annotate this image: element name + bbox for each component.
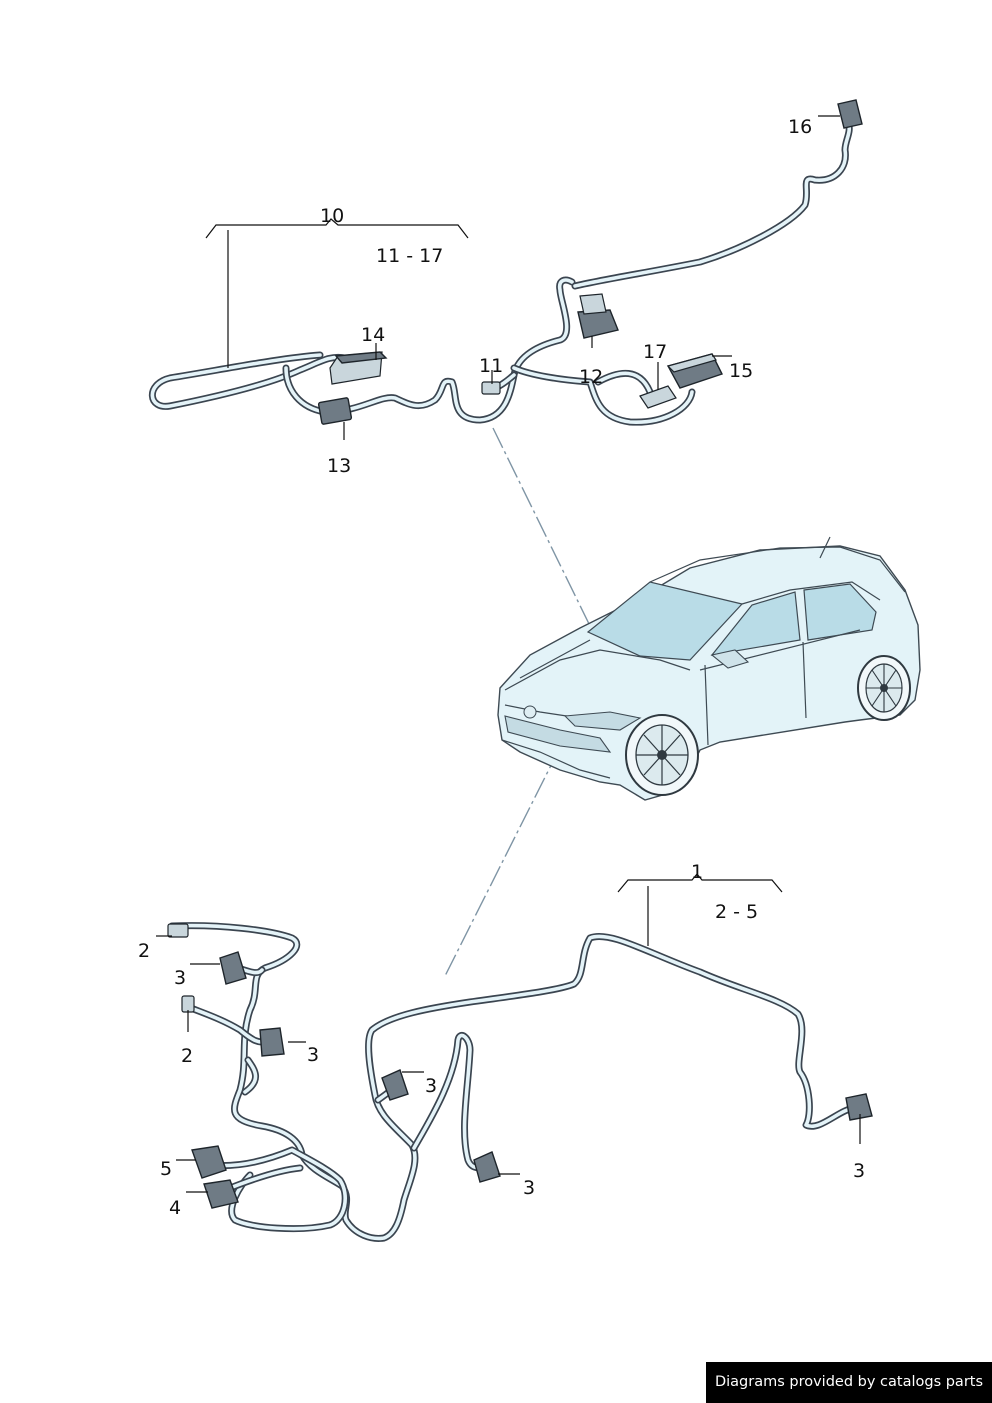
- label-assembly-1: 1: [691, 861, 703, 883]
- label-12: 12: [579, 366, 603, 388]
- label-3-b: 3: [307, 1044, 319, 1066]
- label-3-e: 3: [853, 1160, 865, 1182]
- label-assembly-10: 10: [320, 205, 344, 227]
- connector-11: [481, 381, 501, 395]
- connector-3-d: [473, 1151, 501, 1183]
- label-13: 13: [327, 455, 351, 477]
- label-2-lower: 2: [181, 1045, 193, 1067]
- connector-15: [666, 353, 723, 389]
- label-16: 16: [788, 116, 812, 138]
- connector-2-upper: [167, 923, 189, 938]
- lower-harness: [167, 922, 873, 1242]
- side-window-front: [710, 591, 801, 656]
- connector-5: [191, 1145, 227, 1179]
- connector-12: [577, 293, 619, 339]
- label-14: 14: [361, 324, 385, 346]
- connector-3-c: [381, 1069, 409, 1101]
- connector-13: [317, 397, 353, 425]
- label-15: 15: [729, 360, 753, 382]
- lower-assembly-bracket: [617, 873, 783, 946]
- credit-banner: Diagrams provided by catalogs parts: [706, 1362, 992, 1403]
- label-17: 17: [643, 341, 667, 363]
- upper-leader-lines: [343, 115, 840, 440]
- windshield: [586, 581, 744, 661]
- label-3-c: 3: [425, 1075, 437, 1097]
- connector-14: [329, 351, 388, 385]
- label-2-upper: 2: [138, 940, 150, 962]
- upper-harness: [148, 99, 863, 426]
- side-window-rear: [803, 583, 877, 641]
- rear-wheel: [857, 655, 911, 721]
- connector-16: [837, 99, 863, 129]
- front-wheel: [625, 714, 699, 796]
- connector-4: [203, 1179, 239, 1209]
- connector-3-a: [219, 951, 247, 985]
- connector-3-b: [259, 1027, 285, 1057]
- label-5: 5: [160, 1158, 172, 1180]
- lower-leader-lines: [156, 935, 861, 1193]
- label-range-2-5: 2 - 5: [715, 901, 758, 923]
- upper-assembly-bracket: [205, 218, 469, 368]
- connector-3-e: [845, 1093, 873, 1121]
- connector-17: [639, 385, 677, 409]
- callout-labels: 10 11 - 17 14 13 11 12 17 15 16 1 2 - 5 …: [138, 116, 865, 1219]
- label-range-11-17: 11 - 17: [376, 245, 443, 267]
- label-3-a: 3: [174, 967, 186, 989]
- car-illustration: [497, 536, 921, 801]
- label-3-d: 3: [523, 1177, 535, 1199]
- label-11: 11: [479, 355, 503, 377]
- connector-2-lower: [181, 995, 195, 1013]
- label-4: 4: [169, 1197, 181, 1219]
